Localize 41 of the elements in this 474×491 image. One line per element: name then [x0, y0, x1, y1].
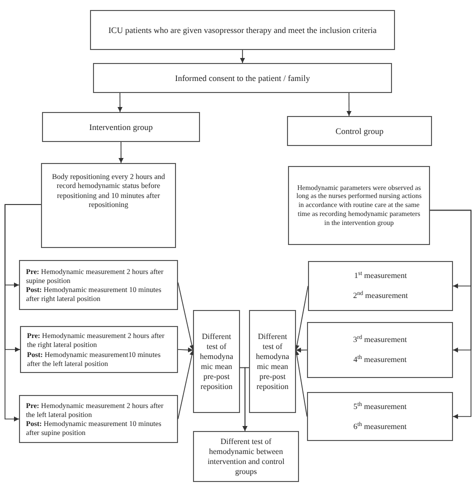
process-box — [308, 261, 453, 311]
arrow — [4, 204, 42, 422]
box-text: 5$^{th}$ measurement — [353, 402, 407, 412]
box-text: ICU patients who are given vasopressor therapy and meet the inclusion criteria — [108, 24, 377, 36]
box-text: 6$^{th}$ measurement — [353, 422, 407, 432]
box-text: Control group — [336, 126, 384, 136]
box-text: 1$^{st}$ measurement — [354, 271, 407, 281]
arrow — [242, 367, 250, 432]
process-box — [90, 10, 395, 50]
box-text: Different test of hemodynamic between intervention and control groups — [206, 436, 286, 476]
process-box — [41, 163, 176, 248]
process-box — [249, 310, 296, 413]
arrow — [178, 347, 194, 352]
process-box — [93, 63, 392, 93]
arrow — [178, 350, 194, 420]
process-box — [42, 112, 200, 142]
process-box — [287, 116, 432, 146]
arrow — [346, 92, 352, 116]
box-text: 4$^{th}$ measurement — [353, 355, 407, 365]
process-box — [288, 166, 430, 245]
arrow — [178, 282, 194, 351]
arrow — [294, 350, 308, 417]
arrow — [118, 92, 123, 112]
box-text: Different test of hemodyna mic mean pre-post reposition — [198, 332, 234, 392]
arrow — [296, 348, 308, 353]
box-text: 3$^{rd}$ measurement — [353, 335, 407, 345]
box-text: Different test of hemodyna mic mean pre-post reposition — [254, 332, 290, 392]
box-text: Intervention group — [89, 122, 153, 132]
process-box — [193, 310, 240, 413]
process-box — [19, 395, 178, 443]
arrow — [240, 50, 245, 64]
process-box — [20, 326, 178, 373]
arrow — [294, 286, 308, 351]
arrow — [430, 210, 472, 419]
box-text: 2$^{nd}$ measurement — [353, 291, 408, 301]
process-box — [307, 392, 453, 441]
process-box — [19, 260, 178, 310]
arrow — [118, 142, 124, 164]
process-box — [193, 431, 299, 482]
box-text: Informed consent to the patient / family — [174, 72, 310, 84]
process-box — [307, 322, 453, 378]
